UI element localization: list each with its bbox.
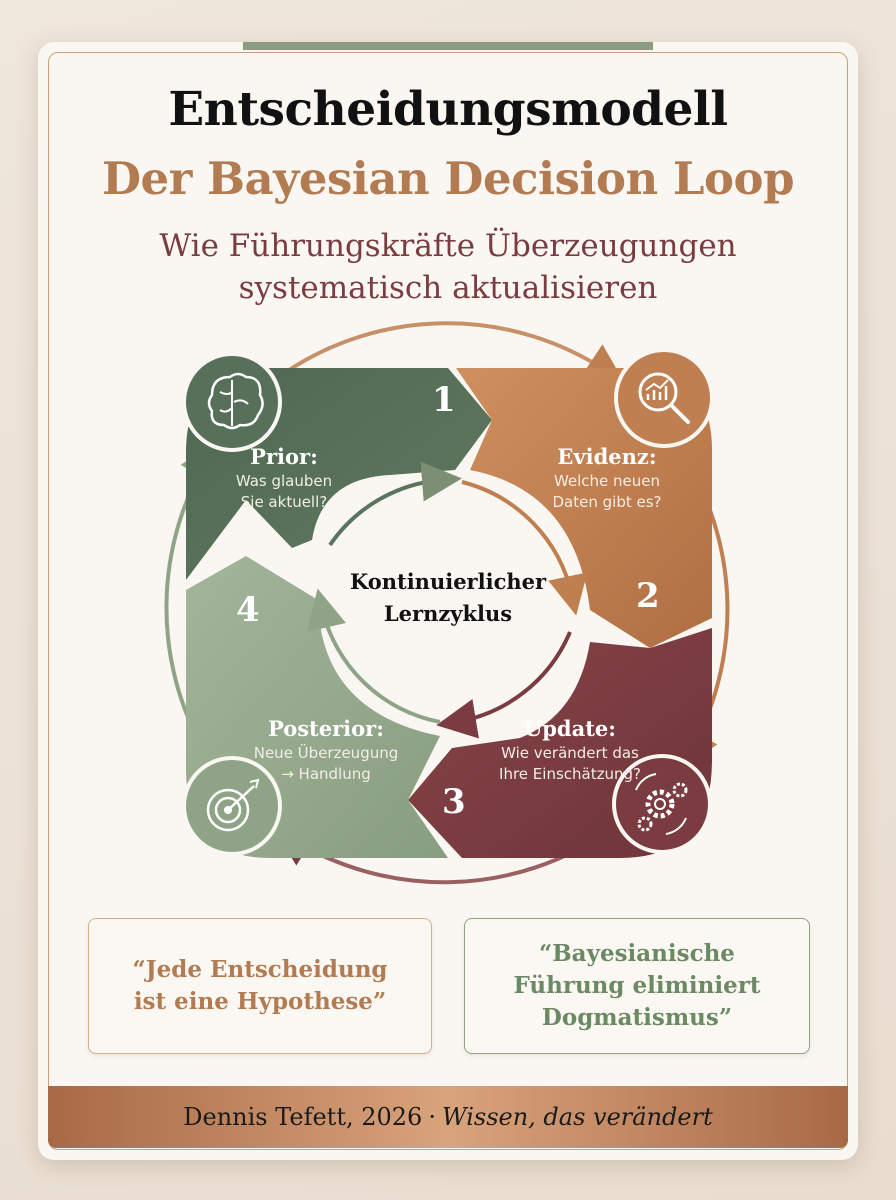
step-posterior-title: Posterior: bbox=[268, 716, 384, 741]
inner-arrow-2 bbox=[461, 480, 588, 616]
center-label: Kontinuierlicher Lernzyklus bbox=[318, 566, 578, 630]
center-line-2: Lernzyklus bbox=[383, 601, 513, 626]
step-update-line-1: Wie verändert das bbox=[501, 744, 639, 762]
target-icon bbox=[182, 756, 282, 856]
step-evidenz-line-1: Welche neuen bbox=[553, 472, 661, 490]
data-search-icon bbox=[614, 348, 714, 448]
step-evidenz-title: Evidenz: bbox=[557, 444, 657, 469]
step-number-4: 4 bbox=[236, 590, 260, 630]
quote-1-line-2: ist eine Hypothese” bbox=[133, 988, 387, 1015]
footer-slogan: Wissen, das verändert bbox=[441, 1103, 713, 1131]
gears-icon bbox=[612, 754, 712, 854]
footer-author: Dennis Tefett, 2026 bbox=[183, 1103, 423, 1131]
card-border bbox=[48, 52, 848, 1150]
tagline-line-1: Wie Führungskräfte Überzeugungen bbox=[159, 228, 737, 264]
top-accent-bar bbox=[243, 42, 653, 50]
footer-bar: Dennis Tefett, 2026 · Wissen, das veränd… bbox=[48, 1086, 848, 1148]
quote-2-line-3: Dogmatismus” bbox=[541, 1004, 733, 1031]
page-title: Entscheidungsmodell bbox=[168, 82, 728, 137]
quote-box-2: “Bayesianische Führung eliminiert Dogmat… bbox=[464, 918, 810, 1054]
page-subtitle: Der Bayesian Decision Loop bbox=[101, 152, 795, 205]
inner-arrow-3 bbox=[436, 631, 572, 739]
step-evidenz: Evidenz: Welche neuen Daten gibt es? bbox=[532, 444, 682, 513]
tagline-line-2: systematisch aktualisieren bbox=[238, 270, 658, 306]
center-line-1: Kontinuierlicher bbox=[349, 569, 547, 594]
footer-separator: · bbox=[428, 1103, 436, 1131]
step-update: Update: Wie verändert das Ihre Einschätz… bbox=[480, 716, 660, 785]
step-number-1: 1 bbox=[432, 380, 456, 420]
step-prior-line-1: Was glauben bbox=[235, 472, 333, 490]
inner-arrow-1 bbox=[328, 461, 462, 547]
quote-2-line-2: Führung eliminiert bbox=[513, 972, 761, 999]
quote-2-line-1: “Bayesianische bbox=[539, 940, 735, 967]
tagline: Wie Führungskräfte Überzeugungen systema… bbox=[0, 225, 896, 309]
step-prior: Prior: Was glauben Sie aktuell? bbox=[214, 444, 354, 513]
step-posterior-line-1: Neue Überzeugung bbox=[253, 744, 399, 762]
step-prior-title: Prior: bbox=[250, 444, 318, 469]
step-update-line-2: Ihre Einschätzung? bbox=[499, 765, 641, 783]
step-update-title: Update: bbox=[523, 716, 617, 741]
step-number-3: 3 bbox=[442, 782, 466, 822]
quote-box-1: “Jede Entscheidung ist eine Hypothese” bbox=[88, 918, 432, 1054]
quote-1-line-1: “Jede Entscheidung bbox=[132, 956, 388, 983]
brain-icon bbox=[182, 352, 282, 452]
outer-arrow-1 bbox=[284, 321, 625, 384]
inner-arrow-4 bbox=[306, 588, 441, 724]
step-number-2: 2 bbox=[636, 576, 660, 616]
step-posterior-line-2: → Handlung bbox=[281, 765, 371, 783]
step-evidenz-line-2: Daten gibt es? bbox=[552, 493, 662, 511]
step-prior-line-2: Sie aktuell? bbox=[240, 493, 328, 511]
step-posterior: Posterior: Neue Überzeugung → Handlung bbox=[236, 716, 416, 785]
